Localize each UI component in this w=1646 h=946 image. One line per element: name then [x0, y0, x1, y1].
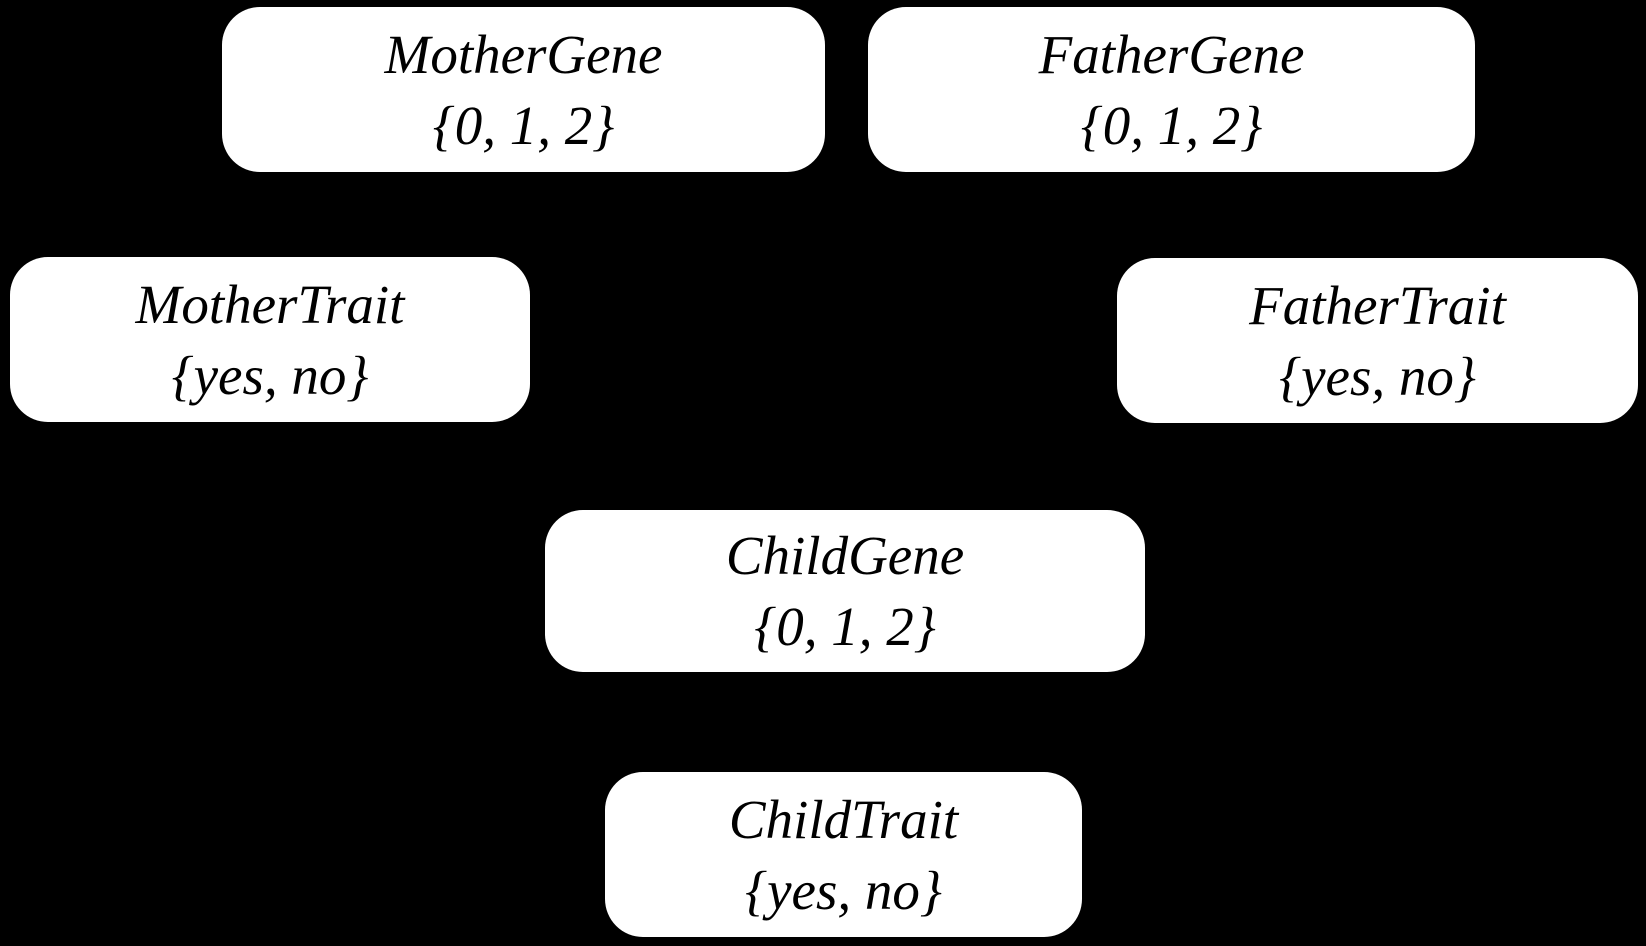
node-father-gene-values: {0, 1, 2} [1080, 94, 1263, 156]
node-father-gene-label: FatherGene [1038, 23, 1305, 85]
node-child-gene-label: ChildGene [725, 525, 965, 586]
node-child-trait-label: ChildTrait [728, 788, 959, 850]
node-mother-trait-label: MotherTrait [135, 273, 405, 335]
node-father-trait: FatherTrait {yes, no} [1117, 258, 1638, 423]
node-mother-trait: MotherTrait {yes, no} [10, 257, 530, 422]
node-father-trait-values: {yes, no} [1279, 345, 1476, 407]
node-child-gene-values: {0, 1, 2} [754, 596, 936, 657]
node-mother-gene-values: {0, 1, 2} [432, 94, 615, 156]
node-mother-gene-label: MotherGene [384, 23, 663, 85]
node-mother-trait-values: {yes, no} [171, 344, 369, 406]
node-father-trait-label: FatherTrait [1249, 274, 1506, 336]
node-father-gene: FatherGene {0, 1, 2} [868, 7, 1475, 172]
node-child-trait-values: {yes, no} [745, 859, 942, 921]
node-mother-gene: MotherGene {0, 1, 2} [222, 7, 825, 172]
node-child-gene: ChildGene {0, 1, 2} [545, 510, 1145, 672]
node-child-trait: ChildTrait {yes, no} [605, 772, 1082, 937]
